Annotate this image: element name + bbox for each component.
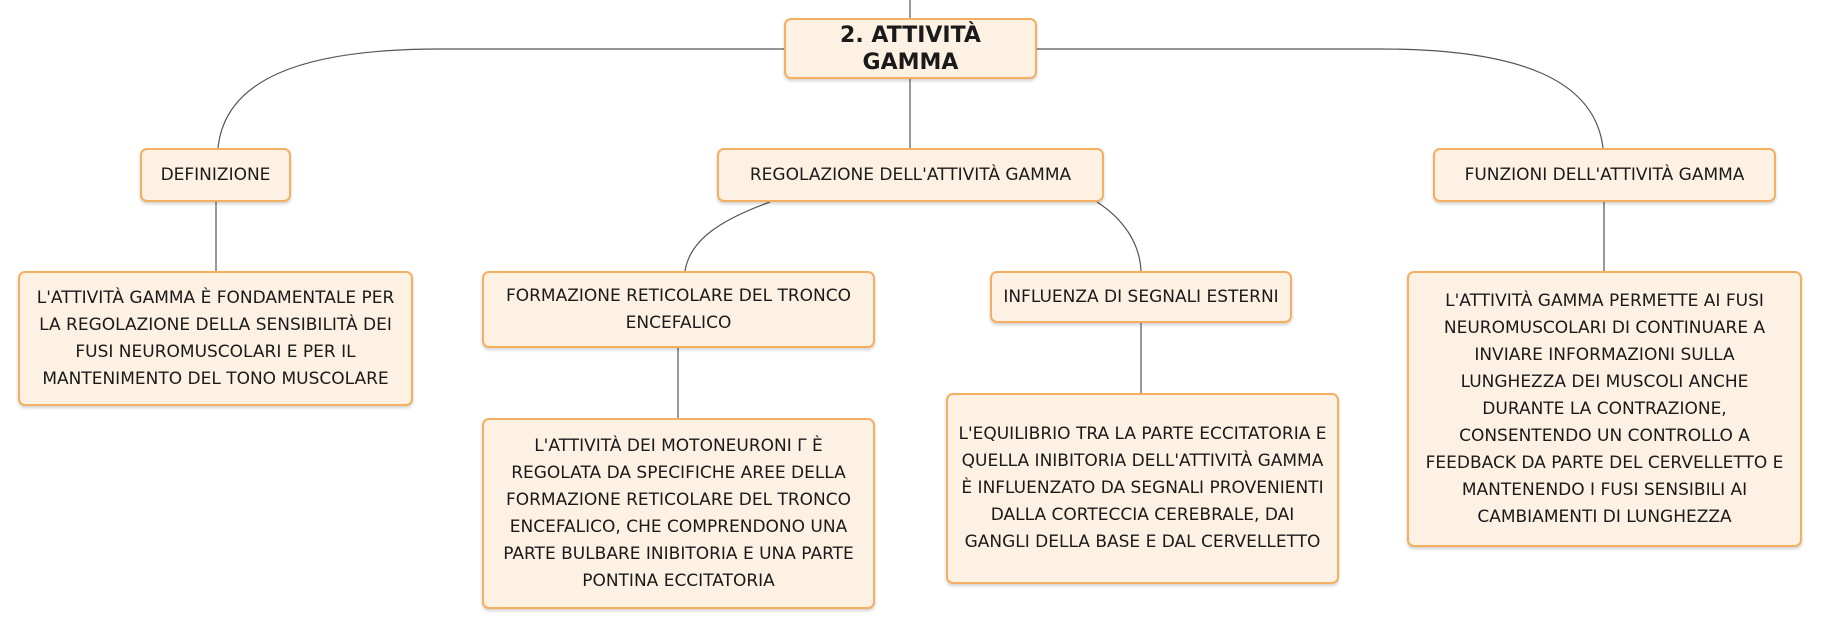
definizione-detail-node[interactable]: L'ATTIVITÀ GAMMA È FONDAMENTALE PER LA R… xyxy=(18,271,413,406)
funzioni-detail: L'ATTIVITÀ GAMMA PERMETTE AI FUSI NEUROM… xyxy=(1425,290,1784,527)
connector-regolazione-influenza xyxy=(1096,201,1142,272)
funzioni-label: FUNZIONI DELL'ATTIVITÀ GAMMA xyxy=(1464,164,1745,185)
influenza-node[interactable]: INFLUENZA DI SEGNALI ESTERNI xyxy=(990,271,1292,323)
root-label: 2. ATTIVITÀ GAMMA xyxy=(840,22,981,75)
influenza-label: INFLUENZA DI SEGNALI ESTERNI xyxy=(1003,286,1279,307)
connector-regolazione-formazione xyxy=(684,201,771,272)
definizione-node[interactable]: DEFINIZIONE xyxy=(140,148,291,202)
influenza-detail: L'EQUILIBRIO TRA LA PARTE ECCITATORIA E … xyxy=(958,424,1327,552)
formazione-node[interactable]: FORMAZIONE RETICOLARE DEL TRONCO ENCEFAL… xyxy=(482,271,875,348)
root-node[interactable]: 2. ATTIVITÀ GAMMA xyxy=(784,18,1037,79)
funzioni-node[interactable]: FUNZIONI DELL'ATTIVITÀ GAMMA xyxy=(1433,148,1776,202)
connector-root-funzioni xyxy=(1037,48,1604,149)
formazione-label: FORMAZIONE RETICOLARE DEL TRONCO ENCEFAL… xyxy=(505,285,852,333)
funzioni-detail-node[interactable]: L'ATTIVITÀ GAMMA PERMETTE AI FUSI NEUROM… xyxy=(1407,271,1802,547)
regolazione-node[interactable]: REGOLAZIONE DELL'ATTIVITÀ GAMMA xyxy=(717,148,1104,202)
regolazione-label: REGOLAZIONE DELL'ATTIVITÀ GAMMA xyxy=(749,164,1072,185)
connector-root-definizione xyxy=(217,48,784,149)
definizione-detail: L'ATTIVITÀ GAMMA È FONDAMENTALE PER LA R… xyxy=(36,287,395,389)
influenza-detail-node[interactable]: L'EQUILIBRIO TRA LA PARTE ECCITATORIA E … xyxy=(946,393,1339,584)
formazione-detail-node[interactable]: L'ATTIVITÀ DEI MOTONEURONI Γ È REGOLATA … xyxy=(482,418,875,609)
formazione-detail: L'ATTIVITÀ DEI MOTONEURONI Γ È REGOLATA … xyxy=(503,435,854,591)
definizione-label: DEFINIZIONE xyxy=(160,164,271,185)
